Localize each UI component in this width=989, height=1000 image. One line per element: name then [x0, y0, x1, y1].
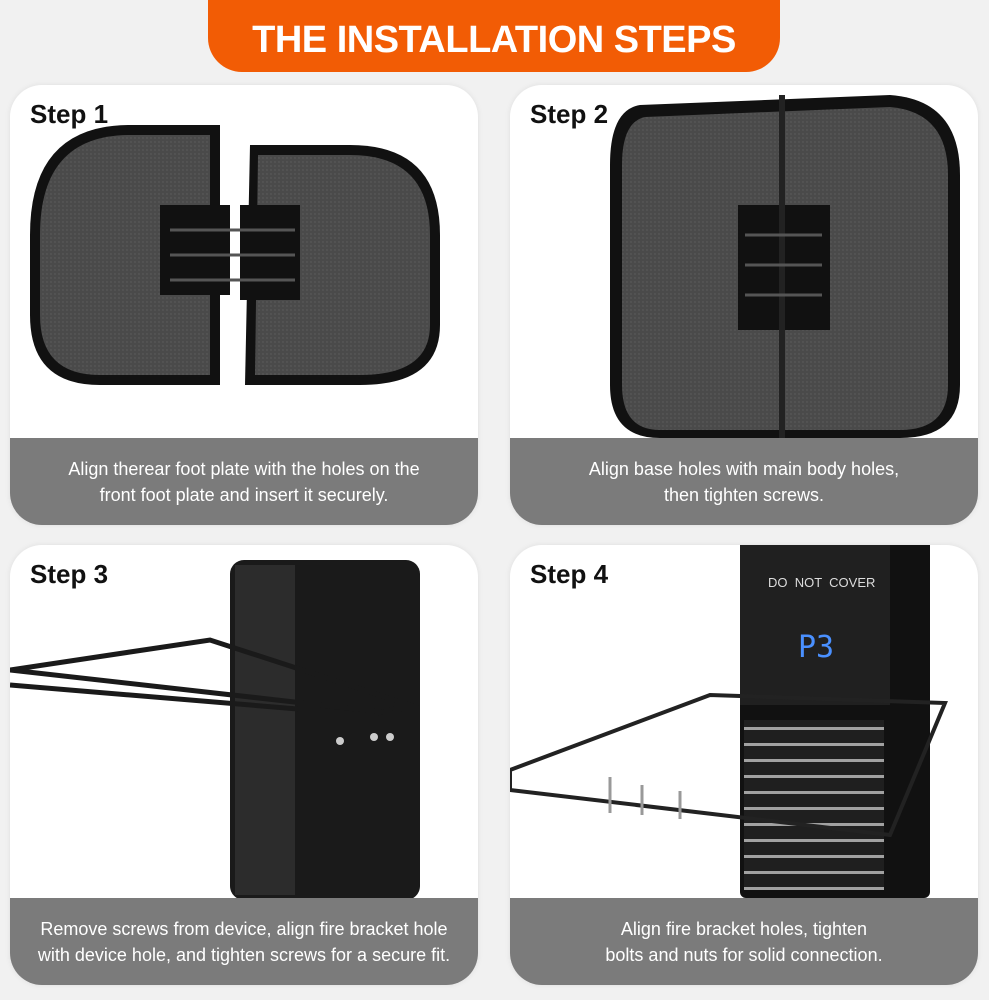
foot-plates-separated-image: [30, 125, 440, 385]
step-label: Step 1: [30, 99, 109, 129]
title-banner: THE INSTALLATION STEPS: [208, 0, 780, 72]
step-label: Step 2: [530, 99, 609, 129]
step-caption: Align base holes with main body holes, t…: [510, 438, 978, 525]
bracket-on-device-image: [10, 560, 420, 898]
caption-line: then tighten screws.: [663, 484, 825, 505]
step-2-card: Step 2 Align base holes with main body h…: [510, 85, 978, 525]
device-top-panel: [740, 545, 890, 705]
caption-line: front foot plate and insert it securely.: [99, 484, 389, 505]
caption-line: Align fire bracket holes, tighten: [620, 918, 868, 939]
step-4-card: Step 4 DO NOT COVER P3 Align fire bracke…: [510, 545, 978, 985]
step-label: Step 4: [530, 559, 609, 589]
device-body: DO NOT COVER P3: [740, 545, 930, 898]
caption-line: Remove screws from device, align fire br…: [40, 918, 448, 939]
step-label: Step 3: [30, 559, 109, 589]
bracket-frame-image: [510, 692, 948, 838]
panel-text: DO NOT COVER: [768, 575, 876, 590]
step-caption: Align fire bracket holes, tighten bolts …: [510, 898, 978, 985]
device-display: P3: [798, 630, 835, 665]
page-title: THE INSTALLATION STEPS: [252, 19, 736, 61]
caption-line: Align base holes with main body holes,: [588, 458, 900, 479]
base-assembled-image: [610, 95, 960, 438]
step-1-card: Step 1 Align therear foot plate with the…: [10, 85, 478, 525]
heater-grille: [744, 720, 884, 890]
step-caption: Align therear foot plate with the holes …: [10, 438, 478, 525]
caption-line: bolts and nuts for solid connection.: [605, 944, 883, 965]
step-3-card: Step 3 Remove screws from device, align …: [10, 545, 478, 985]
step-caption: Remove screws from device, align fire br…: [10, 898, 478, 985]
caption-line: with device hole, and tighten screws for…: [37, 944, 451, 965]
caption-line: Align therear foot plate with the holes …: [68, 458, 420, 479]
